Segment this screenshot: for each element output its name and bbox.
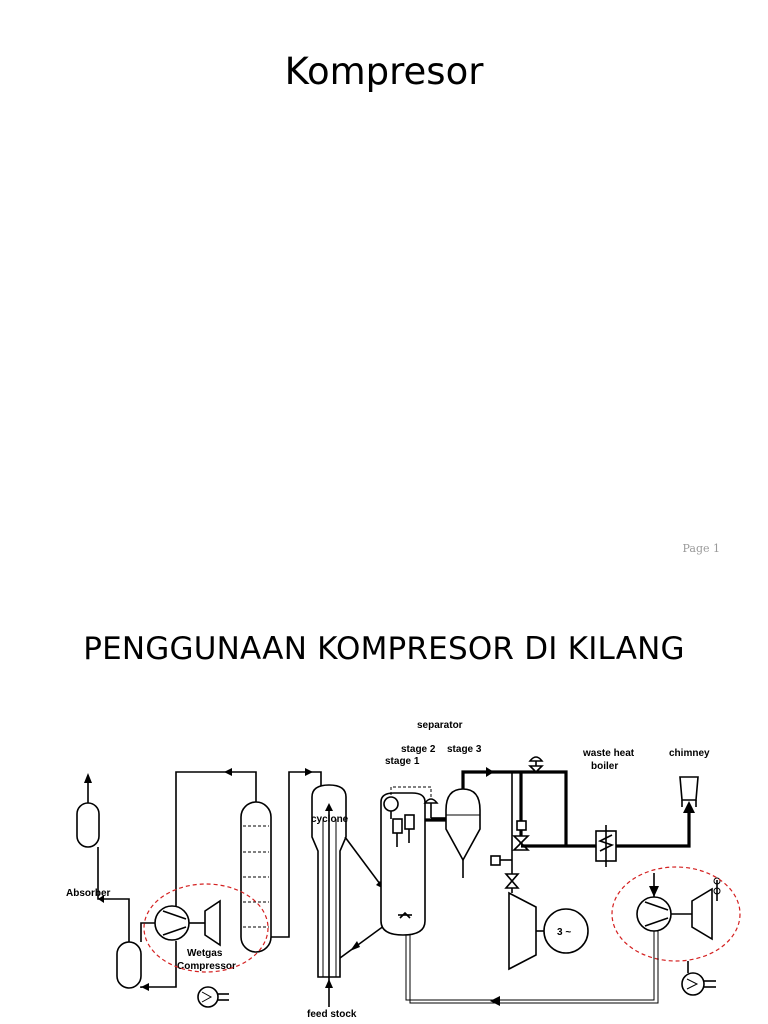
label-compressor: Compressor bbox=[177, 961, 236, 972]
label-cyclone: cyclone bbox=[311, 814, 349, 825]
slide-2: PENGGUNAAN KOMPRESOR DI KILANG Absorber bbox=[0, 575, 768, 1024]
label-separator: separator bbox=[417, 720, 463, 731]
regenerator-vessel bbox=[380, 792, 426, 936]
label-chimney: chimney bbox=[669, 748, 710, 759]
expander-feed-line bbox=[511, 772, 596, 893]
regen-to-separator-line bbox=[425, 817, 446, 822]
label-stage-1: stage 1 bbox=[385, 756, 420, 767]
cooler-icon-left bbox=[197, 986, 229, 1008]
flue-gas-line bbox=[461, 756, 568, 846]
absorber-bottom-vessel bbox=[116, 941, 142, 989]
highlight-circle-left bbox=[143, 883, 269, 973]
compressor-discharge-line bbox=[140, 922, 177, 991]
boiler-to-chimney-line bbox=[616, 801, 695, 848]
air-compressor-icon bbox=[636, 873, 721, 941]
label-feed-stock: feed stock bbox=[307, 1009, 357, 1020]
label-stage-3: stage 3 bbox=[447, 744, 482, 755]
fractionator-column bbox=[240, 801, 272, 953]
label-absorber: Absorber bbox=[66, 888, 111, 899]
absorber-link-line bbox=[97, 847, 130, 942]
chimney bbox=[679, 776, 699, 807]
refinery-process-diagram: Absorber Wetgas Compres bbox=[66, 720, 741, 1020]
expander-turbine-icon bbox=[508, 891, 544, 971]
slide-2-title: PENGGUNAAN KOMPRESOR DI KILANG bbox=[83, 631, 685, 667]
air-return-line bbox=[405, 931, 659, 1006]
reactor-riser bbox=[311, 784, 347, 978]
highlight-circle-right bbox=[611, 866, 741, 962]
label-stage-2: stage 2 bbox=[401, 744, 436, 755]
slide-1: Kompresor Page 1 bbox=[284, 50, 720, 555]
label-generator: 3 ~ bbox=[557, 927, 571, 938]
waste-heat-boiler bbox=[595, 825, 617, 867]
wetgas-compressor-icon bbox=[154, 899, 221, 947]
cooler-icon-right bbox=[681, 961, 716, 996]
feed-stock-arrow bbox=[325, 977, 333, 1007]
column-to-reactor-line bbox=[271, 768, 322, 938]
label-waste-heat: waste heat bbox=[582, 748, 635, 759]
slide-1-title: Kompresor bbox=[284, 50, 484, 93]
separator-vessel bbox=[445, 788, 481, 878]
control-valve-lower bbox=[490, 855, 520, 889]
page-number: Page 1 bbox=[682, 542, 720, 555]
generator-icon bbox=[543, 908, 589, 954]
label-boiler: boiler bbox=[591, 761, 618, 772]
stage2-valve bbox=[390, 786, 439, 818]
stage1-gauge bbox=[383, 796, 399, 819]
label-wetgas: Wetgas bbox=[187, 948, 223, 959]
absorber-top-vessel bbox=[76, 773, 100, 848]
column-overhead-line bbox=[175, 768, 257, 920]
